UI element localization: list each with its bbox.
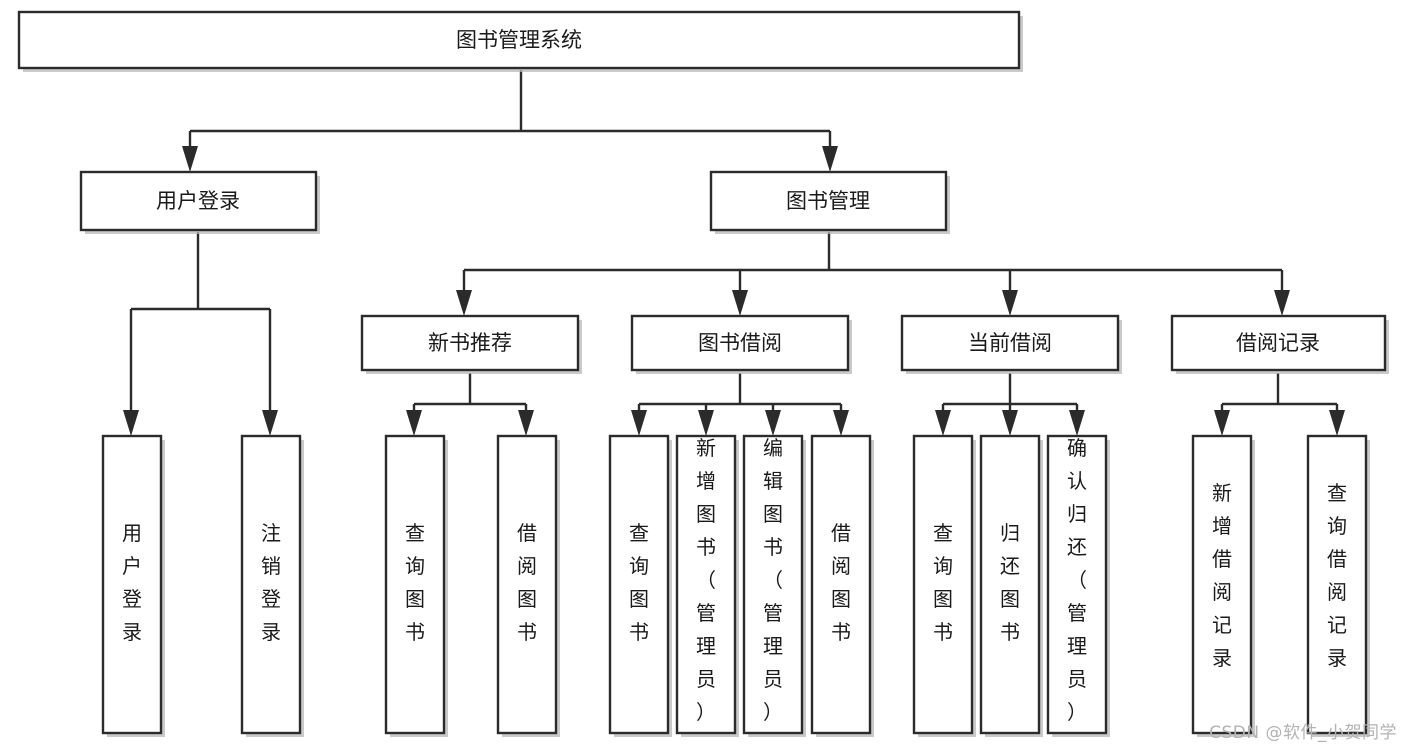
leaf-user-login[interactable]: 用户登录	[101, 434, 165, 737]
node-root[interactable]: 图书管理系统	[17, 10, 1023, 72]
node-user-login-label: 用户登录	[156, 189, 240, 213]
node-book-mgmt-rect[interactable]	[709, 170, 948, 232]
arrow-to-leaf-query-book-2	[631, 410, 647, 436]
leaf-logout[interactable]: 注销登录	[240, 434, 304, 737]
leaf-add-record-label: 新增借阅记录	[1212, 481, 1232, 670]
leaf-return-book[interactable]: 归还图书	[979, 434, 1043, 737]
arrow-to-leaf-add-book	[698, 410, 714, 436]
leaf-confirm-return-rect[interactable]	[1046, 434, 1108, 735]
node-current-borrow-rect[interactable]	[900, 314, 1120, 372]
arrow-to-leaf-user-login	[123, 410, 139, 436]
leaf-query-record-rect[interactable]	[1306, 434, 1368, 735]
node-root-label: 图书管理系统	[456, 28, 582, 52]
leaf-query-book-1-label: 查询图书	[405, 521, 425, 644]
node-new-recommend[interactable]: 新书推荐	[360, 314, 582, 374]
arrow-to-borrow-rec	[1274, 290, 1290, 316]
leaf-borrow-book-2-rect[interactable]	[810, 434, 872, 735]
leaf-borrow-book-1[interactable]: 借阅图书	[496, 434, 560, 737]
leaf-query-book-2-rect[interactable]	[608, 434, 670, 735]
leaf-user-login-label: 用户登录	[122, 521, 142, 644]
leaf-query-book-2[interactable]: 查询图书	[608, 434, 672, 737]
node-user-login-rect[interactable]	[79, 170, 318, 232]
node-book-borrow-rect[interactable]	[630, 314, 850, 372]
node-current-borrow-label: 当前借阅	[968, 331, 1052, 355]
node-borrow-record[interactable]: 借阅记录	[1170, 314, 1389, 374]
connector-group	[123, 70, 1345, 436]
arrow-to-new-rec	[456, 290, 472, 316]
node-new-recommend-rect[interactable]	[360, 314, 580, 372]
arrow-to-leaf-borrow-book-2	[833, 410, 849, 436]
arrow-to-leaf-borrow-book-1	[518, 410, 534, 436]
node-book-mgmt[interactable]: 图书管理	[709, 170, 950, 234]
leaf-edit-book-label: 编辑图书（管理员）	[763, 436, 783, 724]
leaf-return-book-rect[interactable]	[979, 434, 1041, 735]
leaf-add-book-rect[interactable]	[675, 434, 737, 735]
arrow-to-book-mgmt	[822, 146, 838, 172]
leaf-logout-label: 注销登录	[261, 521, 281, 644]
arrow-to-leaf-return-book	[1002, 410, 1018, 436]
leaf-add-book[interactable]: 新增图书（管理员）	[675, 434, 739, 737]
leaf-add-record-rect[interactable]	[1191, 434, 1253, 735]
arrow-to-leaf-query-book-3	[935, 410, 951, 436]
arrow-to-leaf-confirm-return	[1069, 410, 1085, 436]
node-borrow-record-rect[interactable]	[1170, 314, 1387, 372]
leaf-query-book-1-rect[interactable]	[384, 434, 446, 735]
leaf-query-book-1[interactable]: 查询图书	[384, 434, 448, 737]
leaf-query-record-label: 查询借阅记录	[1327, 481, 1347, 670]
arrow-to-leaf-edit-book	[765, 410, 781, 436]
leaf-query-book-3-label: 查询图书	[933, 521, 953, 644]
leaf-logout-rect[interactable]	[240, 434, 302, 735]
node-user-login[interactable]: 用户登录	[79, 170, 320, 234]
leaf-confirm-return[interactable]: 确认归还（管理员）	[1046, 434, 1110, 737]
arrow-to-leaf-query-record	[1329, 410, 1345, 436]
node-current-borrow[interactable]: 当前借阅	[900, 314, 1122, 374]
leaf-query-book-2-label: 查询图书	[629, 521, 649, 644]
leaf-edit-book-rect[interactable]	[742, 434, 804, 735]
arrow-to-book-borrow	[732, 290, 748, 316]
node-new-recommend-label: 新书推荐	[428, 331, 512, 355]
leaf-user-login-rect[interactable]	[101, 434, 163, 735]
arrow-to-leaf-add-record	[1214, 410, 1230, 436]
leaf-add-book-label: 新增图书（管理员）	[696, 436, 716, 724]
arrow-to-leaf-logout	[262, 410, 278, 436]
leaf-borrow-book-1-rect[interactable]	[496, 434, 558, 735]
node-borrow-record-label: 借阅记录	[1236, 331, 1320, 355]
node-book-borrow[interactable]: 图书借阅	[630, 314, 852, 374]
leaf-add-record[interactable]: 新增借阅记录	[1191, 434, 1255, 737]
arrow-to-leaf-query-book-1	[406, 410, 422, 436]
leaf-borrow-book-2[interactable]: 借阅图书	[810, 434, 874, 737]
leaf-return-book-label: 归还图书	[1000, 521, 1020, 644]
leaf-query-record[interactable]: 查询借阅记录	[1306, 434, 1370, 737]
leaf-query-book-3-rect[interactable]	[912, 434, 974, 735]
node-book-mgmt-label: 图书管理	[786, 189, 870, 213]
leaf-borrow-book-2-label: 借阅图书	[831, 521, 851, 644]
node-root-rect[interactable]	[17, 10, 1021, 70]
leaf-borrow-book-1-label: 借阅图书	[517, 521, 537, 644]
arrow-to-cur-borrow	[1002, 290, 1018, 316]
node-book-borrow-label: 图书借阅	[698, 331, 782, 355]
leaf-confirm-return-label: 确认归还（管理员）	[1067, 436, 1087, 724]
leaf-edit-book[interactable]: 编辑图书（管理员）	[742, 434, 806, 737]
arrow-to-user-login	[182, 146, 198, 172]
leaf-query-book-3[interactable]: 查询图书	[912, 434, 976, 737]
